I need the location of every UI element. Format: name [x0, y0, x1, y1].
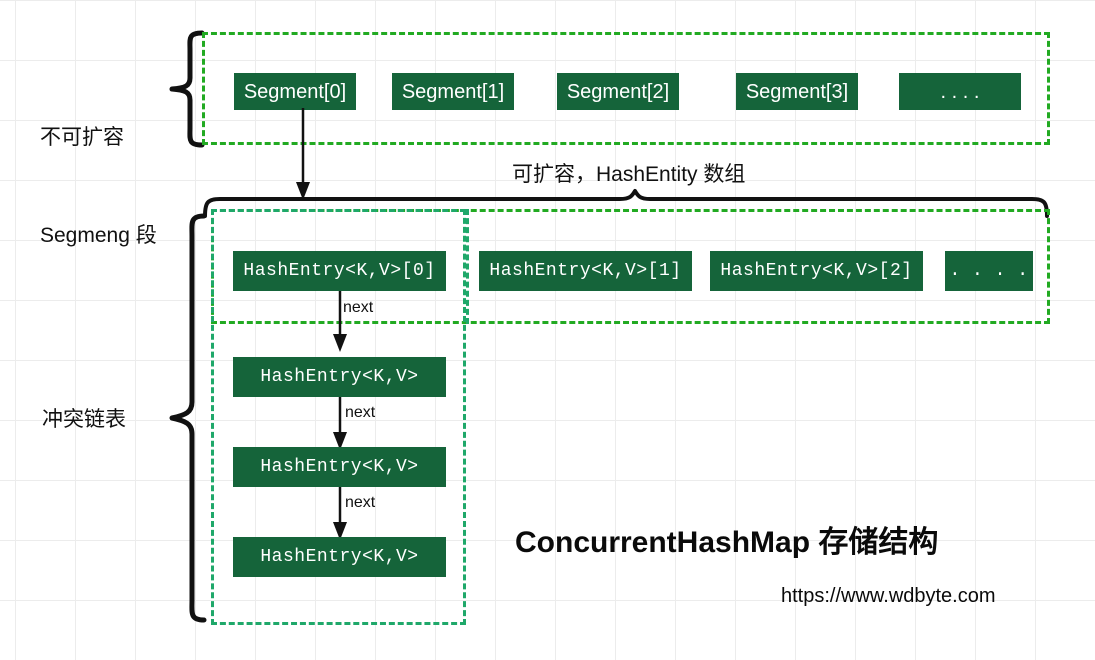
chain-arrow-2 — [333, 397, 347, 450]
chain-edge-label-1: next — [343, 299, 374, 316]
chain-arrow-3 — [333, 487, 347, 540]
segment-group-label: 不可扩容 Segmeng 段 — [40, 57, 157, 317]
chain-node-2[interactable]: HashEntry<K,V> — [233, 447, 446, 487]
hash-array-caption: 可扩容，HashEntity 数组 — [512, 163, 746, 186]
segment-group-label-line2: Segmeng 段 — [40, 223, 157, 247]
bucket-separator-line — [466, 209, 469, 324]
hash-entry-box-0[interactable]: HashEntry<K,V>[0] — [233, 251, 446, 291]
segment-box-1[interactable]: Segment[1] — [392, 73, 514, 110]
diagram-title: ConcurrentHashMap 存储结构 — [515, 526, 939, 559]
chain-node-1[interactable]: HashEntry<K,V> — [233, 357, 446, 397]
chain-edge-label-3: next — [345, 494, 376, 511]
segment-to-array-arrow — [296, 108, 310, 200]
segment-group-brace — [169, 30, 205, 148]
chain-arrow-1 — [333, 291, 347, 352]
chain-group-label: 冲突链表 — [42, 408, 126, 431]
hash-entry-box-2[interactable]: HashEntry<K,V>[2] — [710, 251, 923, 291]
segment-box-2[interactable]: Segment[2] — [557, 73, 679, 110]
diagram-source-url: https://www.wdbyte.com — [781, 585, 996, 607]
segment-box-3[interactable]: Segment[3] — [736, 73, 858, 110]
hash-entry-box-1[interactable]: HashEntry<K,V>[1] — [479, 251, 692, 291]
chain-group-brace — [169, 213, 207, 623]
segment-group-label-line1: 不可扩容 — [40, 126, 124, 150]
segment-box-0[interactable]: Segment[0] — [234, 73, 356, 110]
segment-array-container — [202, 32, 1050, 145]
hash-entry-box-ellipsis[interactable]: . . . . — [945, 251, 1033, 291]
chain-node-3[interactable]: HashEntry<K,V> — [233, 537, 446, 577]
segment-box-ellipsis[interactable]: . . . . — [899, 73, 1021, 110]
chain-edge-label-2: next — [345, 404, 376, 421]
collision-chain-container — [211, 209, 466, 625]
hash-array-brace — [203, 189, 1049, 218]
